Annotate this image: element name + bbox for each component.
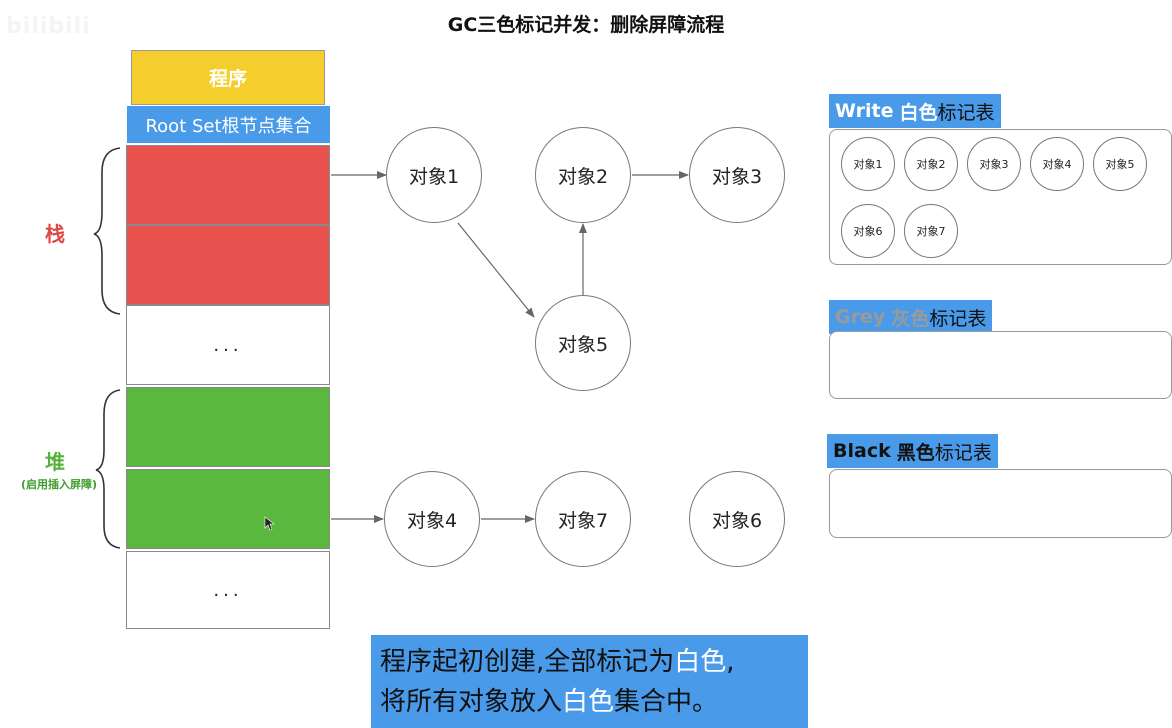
heap-cell-1 <box>126 387 330 467</box>
white-item-obj3: 对象3 <box>967 137 1021 191</box>
node-obj2: 对象2 <box>535 127 631 223</box>
node-obj4: 对象4 <box>384 471 480 567</box>
node-obj5: 对象5 <box>535 295 631 391</box>
white-item-obj2: 对象2 <box>904 137 958 191</box>
heap-brace <box>95 389 121 549</box>
stack-cell-1 <box>126 145 330 225</box>
node-obj3: 对象3 <box>689 127 785 223</box>
black-table-header: Black 黑色标记表 <box>827 434 998 468</box>
node-obj1: 对象1 <box>386 127 482 223</box>
white-table-header: Write 白色标记表 <box>829 94 1001 128</box>
caption-line-1: 程序起初创建,全部标记为白色, <box>380 642 808 682</box>
caption-line-2: 将所有对象放入白色集合中。 <box>380 682 808 722</box>
stack-label: 栈 <box>45 222 65 246</box>
caption-line1-text: 程序起初创建,全部标记为 <box>380 647 675 677</box>
caption-line1-punct: , <box>726 647 735 677</box>
heap-cell-ellipsis: ... <box>126 551 330 629</box>
arrow-obj1-to-obj5 <box>457 222 535 318</box>
white-table-title-cn: 白色 <box>899 101 938 124</box>
heap-sublabel: (启用插入屏障) <box>20 478 98 491</box>
white-item-obj7: 对象7 <box>904 204 958 258</box>
stack-brace <box>93 147 121 315</box>
white-item-obj6: 对象6 <box>841 204 895 258</box>
stack-cell-ellipsis: ... <box>126 305 330 385</box>
white-item-obj1: 对象1 <box>841 137 895 191</box>
heap-cell-2 <box>126 469 330 549</box>
grey-table-title-cn: 灰色 <box>891 307 930 330</box>
caption-line2-highlight: 白色 <box>562 687 615 717</box>
grey-table-box <box>829 331 1172 399</box>
node-obj6: 对象6 <box>689 471 785 567</box>
grey-table-title-en: Grey <box>835 306 886 328</box>
white-table-title-suffix: 标记表 <box>937 101 995 124</box>
white-item-obj4: 对象4 <box>1030 137 1084 191</box>
black-table-title-suffix: 标记表 <box>934 441 992 464</box>
caption-box: 程序起初创建,全部标记为白色, 将所有对象放入白色集合中。 <box>371 635 808 728</box>
heap-label: 堆 <box>45 450 65 474</box>
white-table-title-en: Write <box>835 100 894 122</box>
mouse-cursor-icon <box>264 516 275 531</box>
root-set-box: Root Set根节点集合 <box>127 106 330 143</box>
stack-cell-2 <box>126 225 330 305</box>
caption-line2-text: 将所有对象放入 <box>380 687 563 717</box>
black-table-title-en: Black <box>833 440 891 462</box>
white-item-obj5: 对象5 <box>1093 137 1147 191</box>
watermark: bilibili <box>6 14 91 39</box>
black-table-title-cn: 黑色 <box>896 441 935 464</box>
diagram-title: GC三色标记并发：删除屏障流程 <box>447 14 725 36</box>
grey-table-title-suffix: 标记表 <box>929 307 987 330</box>
caption-line1-highlight: 白色 <box>674 647 727 677</box>
black-table-box <box>829 469 1172 538</box>
program-box: 程序 <box>131 50 325 105</box>
grey-table-header: Grey 灰色标记表 <box>829 300 993 334</box>
node-obj7: 对象7 <box>535 471 631 567</box>
caption-line2-suffix: 集合中。 <box>614 687 719 717</box>
